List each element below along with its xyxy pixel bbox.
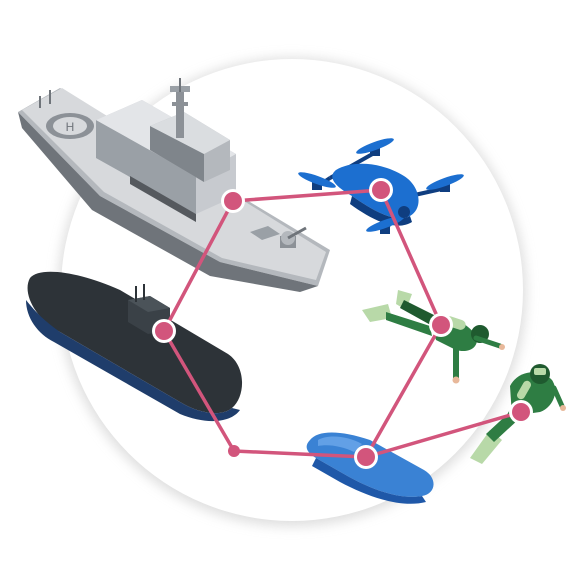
- warship-icon: H: [18, 78, 330, 292]
- link-drone-diver-1: [379, 188, 443, 327]
- link-ship-drone: [231, 188, 383, 203]
- node-diver-1: [432, 316, 450, 334]
- link-diver-2-usv: [364, 410, 523, 459]
- link-diver-1-usv: [364, 323, 443, 459]
- node-diver-2: [512, 403, 530, 421]
- link-relay-submarine: [162, 329, 236, 453]
- link-usv-relay: [232, 449, 368, 459]
- node-ship: [224, 192, 242, 210]
- node-submarine: [155, 322, 173, 340]
- node-usv: [357, 448, 375, 466]
- node-drone: [372, 181, 390, 199]
- node-relay: [228, 445, 240, 457]
- link-submarine-ship: [162, 199, 235, 333]
- network-nodes: [152, 178, 533, 469]
- svg-text:H: H: [66, 120, 75, 134]
- network-links: [162, 188, 523, 459]
